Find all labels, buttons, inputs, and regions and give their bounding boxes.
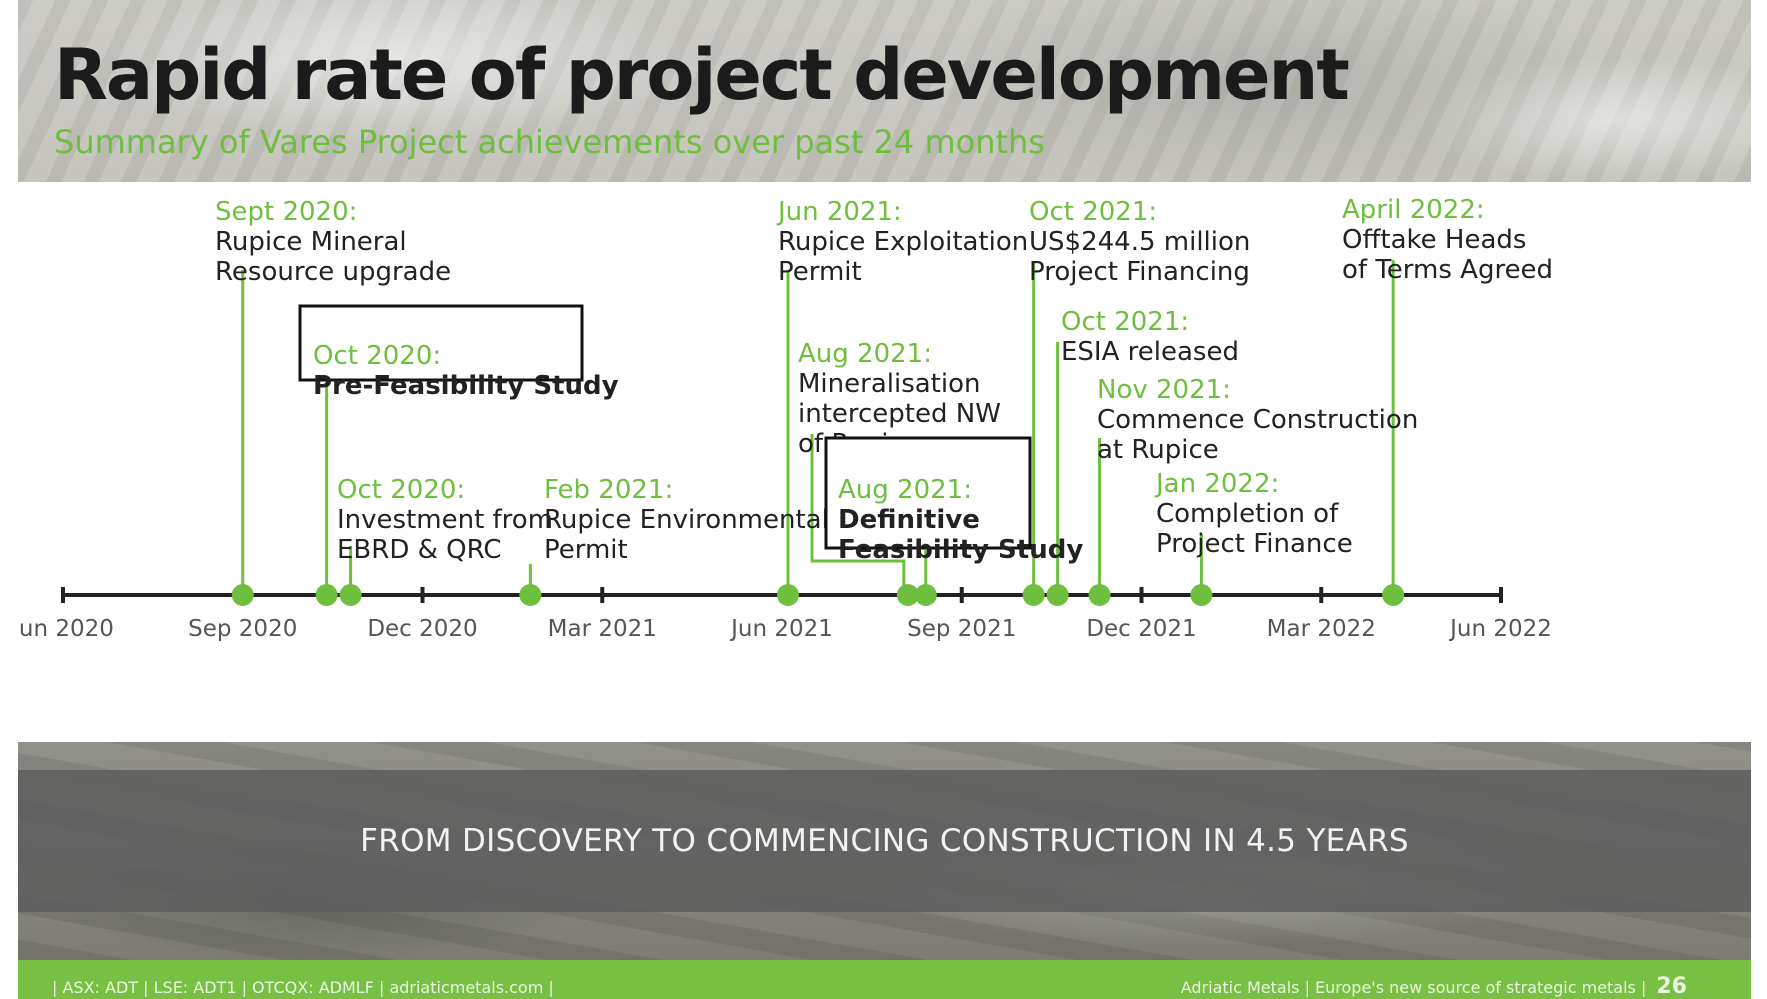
timeline-diagram: Jun 2020 Sep 2020 Dec 2020 Mar 2021 Jun 2021… — [18, 195, 1553, 642]
event-label-line: EBRD & QRC — [337, 535, 502, 565]
event-marker — [519, 584, 542, 606]
event-marker — [896, 584, 919, 606]
event-label-line: intercepted NW — [798, 399, 1001, 429]
footer-company-text: Adriatic Metals | Europe's new source of… — [1180, 978, 1647, 997]
event-label-line: Project Financing — [1029, 257, 1250, 287]
event-box — [298, 304, 584, 382]
event-marker — [315, 584, 338, 606]
event-date: Feb 2021: — [544, 475, 673, 505]
event-label-line: Resource upgrade — [215, 257, 451, 287]
event-marker — [1382, 584, 1405, 606]
event-label-line: Investment from — [337, 505, 553, 535]
event-marker — [914, 584, 937, 606]
event-date: April 2022: — [1342, 195, 1485, 225]
axis-tick-label: Sep 2020 — [188, 616, 297, 642]
event-marker — [1088, 584, 1111, 606]
page-title: Rapid rate of project development — [54, 34, 1350, 116]
footer-bar: | ASX: ADT | LSE: ADT1 | OTCQX: ADMLF | … — [18, 960, 1751, 999]
event-label-line: Permit — [544, 535, 628, 565]
event-date: Jan 2022: — [1154, 469, 1279, 499]
event-marker — [776, 584, 799, 606]
event-date: Jun 2021: — [776, 197, 902, 227]
event-label-line: Rupice Exploitation — [778, 227, 1028, 257]
event-date: Oct 2021: — [1061, 307, 1189, 337]
event-marker — [1190, 584, 1213, 606]
event-oct2021-esia: Oct 2021:ESIA released — [1046, 307, 1239, 606]
event-date: Aug 2021: — [798, 339, 932, 369]
event-label-line: Offtake Heads — [1342, 225, 1526, 255]
axis-tick-label: Jun 2021 — [729, 616, 833, 642]
event-label-line: Completion of — [1156, 499, 1339, 529]
event-marker — [1046, 584, 1069, 606]
event-label-line: Pre-Feasibility Study — [313, 371, 619, 401]
event-marker — [339, 584, 362, 606]
event-box — [824, 436, 1032, 550]
page-subtitle: Summary of Vares Project achievements ov… — [54, 123, 1045, 161]
tagline-text: FROM DISCOVERY TO COMMENCING CONSTRUCTIO… — [360, 823, 1409, 859]
event-label-line: ESIA released — [1061, 337, 1239, 367]
event-leader — [810, 434, 906, 595]
event-date: Oct 2020: — [337, 475, 465, 505]
event-label-line: Mineralisation — [798, 369, 980, 399]
slide: Rapid rate of project development Summar… — [18, 0, 1751, 999]
event-label-line: Rupice Mineral — [215, 227, 407, 257]
event-label-line: Feasibility Study — [838, 535, 1083, 565]
event-label-line: Rupice Environmental — [544, 505, 829, 535]
event-date: Aug 2021: — [838, 475, 972, 505]
axis-tick-label: Mar 2022 — [1267, 616, 1376, 642]
timeline-axis: Jun 2020 Sep 2020 Dec 2020 Mar 2021 Jun 2021… — [18, 587, 1552, 642]
event-label-line: of Terms Agreed — [1342, 255, 1553, 285]
event-date: Nov 2021: — [1097, 375, 1231, 405]
event-date: Oct 2021: — [1029, 197, 1157, 227]
event-date: Sept 2020: — [215, 197, 357, 227]
tagline-band: FROM DISCOVERY TO COMMENCING CONSTRUCTIO… — [18, 770, 1751, 912]
axis-tick-label: Jun 2020 — [18, 616, 114, 642]
event-label-line: Project Finance — [1156, 529, 1353, 559]
event-label-line: at Rupice — [1097, 435, 1219, 465]
footer-tickers: | ASX: ADT | LSE: ADT1 | OTCQX: ADMLF | … — [52, 978, 554, 997]
footer-company: Adriatic Metals | Europe's new source of… — [1181, 974, 1687, 999]
timeline-panel: Jun 2020 Sep 2020 Dec 2020 Mar 2021 Jun 2021… — [18, 182, 1751, 742]
event-marker — [231, 584, 254, 606]
page-number: 26 — [1656, 974, 1687, 999]
event-label-line: Commence Construction — [1097, 405, 1418, 435]
axis-tick-label: Dec 2021 — [1086, 616, 1196, 642]
event-label-line: Definitive — [838, 505, 980, 535]
axis-tick-label: Sep 2021 — [907, 616, 1016, 642]
timeline-leaders — [241, 260, 1395, 595]
event-oct2020-pfs: Oct 2020:Pre-Feasibility Study — [298, 304, 619, 606]
event-label-line: Permit — [778, 257, 862, 287]
event-marker — [1022, 584, 1045, 606]
axis-tick-label: Mar 2021 — [548, 616, 657, 642]
event-label-line: US$244.5 million — [1029, 227, 1250, 257]
axis-tick-label: Jun 2022 — [1448, 616, 1552, 642]
axis-tick-label: Dec 2020 — [367, 616, 477, 642]
event-date: Oct 2020: — [313, 341, 441, 371]
